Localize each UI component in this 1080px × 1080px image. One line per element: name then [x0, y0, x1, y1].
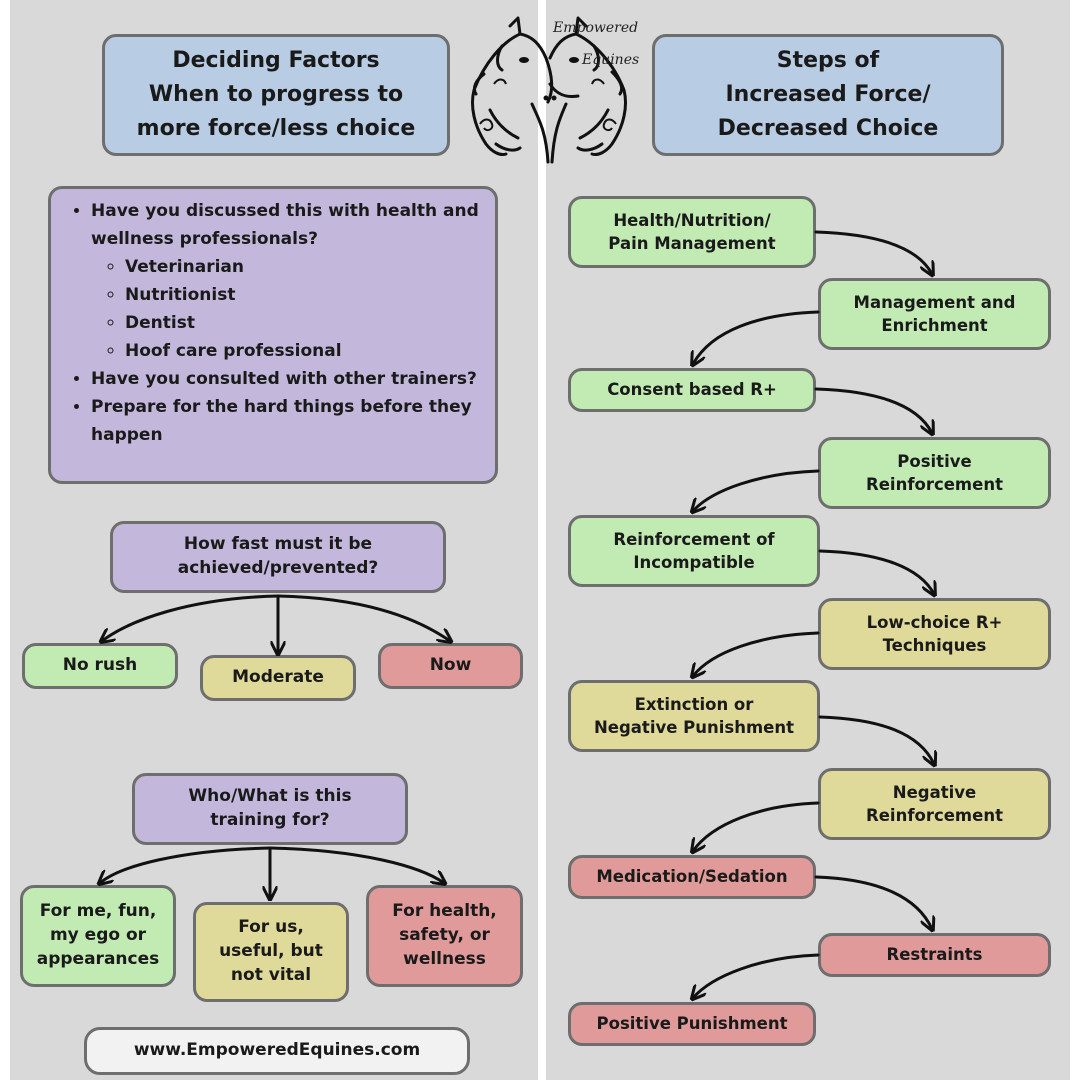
step-extinction-negative-punishment: Extinction or Negative Punishment: [568, 680, 820, 752]
step-line: Consent based R+: [607, 380, 777, 400]
flow-arrow-2: [693, 310, 820, 364]
step-line: Extinction or: [634, 694, 754, 714]
website-text: www.EmpoweredEquines.com: [133, 1040, 421, 1061]
step-reinforcement-incompatible: Reinforcement of Incompatible: [568, 515, 820, 587]
purpose-option-health: For health, safety, or wellness: [366, 885, 523, 987]
steps-title: Steps of Increased Force/ Decreased Choi…: [652, 34, 1004, 156]
title-line: Decreased Choice: [717, 116, 939, 142]
flow-arrow-3: [814, 387, 932, 433]
option-line: For health,: [392, 901, 497, 922]
empowered-equines-logo: [466, 14, 638, 168]
title-line: more force/less choice: [136, 116, 416, 142]
option-line: not vital: [230, 964, 312, 985]
checklist-box: Have you discussed this with health and …: [48, 186, 498, 484]
option-label: Now: [429, 655, 472, 676]
speed-option-now: Now: [378, 643, 523, 689]
question-line: Who/What is this: [188, 786, 352, 807]
title-line: When to progress to: [148, 81, 404, 107]
option-line: For me, fun,: [39, 901, 157, 922]
step-line: Health/Nutrition/: [613, 210, 771, 230]
step-positive-punishment: Positive Punishment: [568, 1002, 816, 1046]
flow-arrow-5: [818, 549, 934, 594]
website-link[interactable]: www.EmpoweredEquines.com: [84, 1027, 470, 1075]
step-line: Negative: [892, 782, 977, 802]
step-line: Reinforcement: [866, 475, 1003, 494]
checklist-item: Have you consulted with other trainers?: [91, 365, 489, 393]
professional-item: Veterinarian: [125, 253, 489, 281]
option-line: wellness: [403, 948, 486, 969]
option-line: my ego or: [49, 925, 147, 946]
deciding-factors-title: Deciding Factors When to progress to mor…: [102, 34, 450, 156]
step-line: Low-choice R+: [866, 612, 1003, 632]
flow-arrow-1: [814, 230, 932, 274]
purpose-arrow-left: [100, 846, 272, 883]
flow-arrow-4: [693, 469, 820, 511]
step-line: Pain Management: [608, 234, 776, 253]
step-line: Management and: [853, 292, 1016, 312]
step-line: Incompatible: [633, 553, 755, 572]
flow-arrow-6: [693, 631, 820, 676]
question-line: achieved/prevented?: [177, 558, 379, 578]
question-line: training for?: [210, 810, 330, 830]
step-line: Enrichment: [881, 316, 988, 335]
purpose-option-us: For us, useful, but not vital: [193, 902, 349, 1002]
purpose-question: Who/What is this training for?: [132, 773, 408, 845]
step-line: Reinforcement of: [613, 529, 775, 549]
title-line: Deciding Factors: [172, 47, 380, 73]
step-management-enrichment: Management and Enrichment: [818, 278, 1051, 350]
checklist-item: Have you discussed this with health and …: [91, 197, 489, 365]
step-line: Medication/Sedation: [596, 867, 788, 887]
flow-arrow-10: [693, 953, 820, 998]
speed-option-no-rush: No rush: [22, 643, 178, 689]
brand-line-1: Empowered: [553, 20, 639, 36]
horse-heads-icon: [471, 16, 627, 164]
option-line: appearances: [36, 948, 160, 969]
flow-arrow-8: [693, 801, 820, 851]
checklist: Have you discussed this with health and …: [51, 197, 489, 449]
option-label: Moderate: [232, 667, 324, 688]
step-line: Positive Punishment: [596, 1014, 788, 1034]
step-line: Restraints: [886, 945, 983, 965]
brand-line-2: Equines: [582, 52, 640, 68]
speed-question: How fast must it be achieved/prevented?: [110, 521, 446, 593]
step-line: Positive: [897, 451, 972, 471]
step-positive-reinforcement: Positive Reinforcement: [818, 437, 1051, 509]
title-line: Steps of: [776, 47, 880, 73]
purpose-arrow-right: [268, 846, 444, 883]
option-label: No rush: [62, 655, 138, 676]
professional-item: Hoof care professional: [125, 337, 489, 365]
professional-item: Nutritionist: [125, 281, 489, 309]
checklist-text: Have you discussed this with health and …: [91, 201, 479, 249]
speed-arrow-left: [102, 594, 280, 641]
option-line: For us,: [238, 917, 304, 938]
speed-option-moderate: Moderate: [200, 655, 356, 701]
flow-arrow-7: [818, 715, 934, 764]
step-line: Techniques: [882, 636, 987, 655]
checklist-item: Prepare for the hard things before they …: [91, 393, 489, 449]
option-line: useful, but: [219, 941, 323, 962]
question-line: How fast must it be: [183, 534, 373, 555]
professional-item: Dentist: [125, 309, 489, 337]
professionals-list: Veterinarian Nutritionist Dentist Hoof c…: [91, 253, 489, 365]
step-line: Negative Punishment: [593, 718, 794, 737]
flow-arrow-9: [814, 875, 932, 929]
option-line: safety, or: [399, 925, 490, 946]
step-health-nutrition-pain: Health/Nutrition/ Pain Management: [568, 196, 816, 268]
step-line: Reinforcement: [866, 806, 1003, 825]
speed-arrow-right: [276, 594, 450, 641]
title-line: Increased Force/: [725, 81, 931, 107]
